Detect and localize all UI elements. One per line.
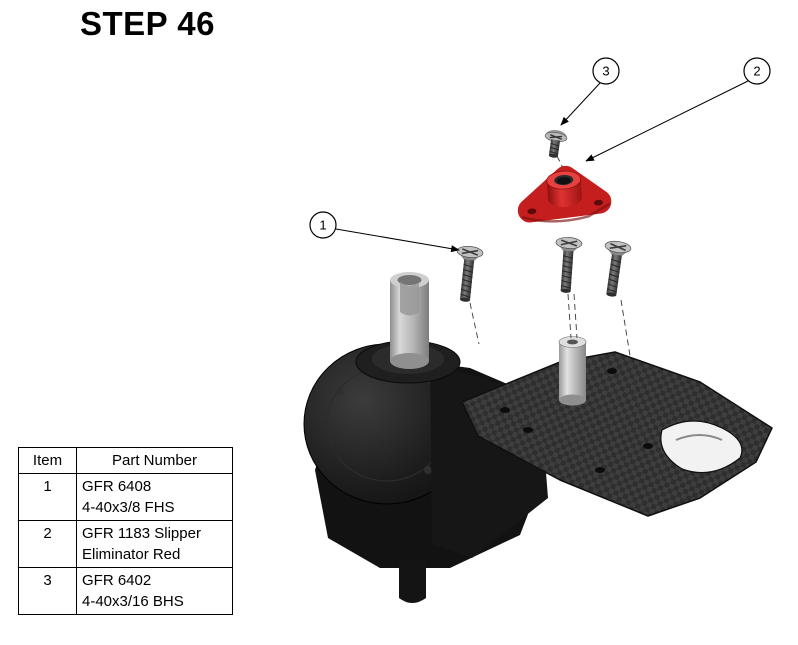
output-shaft [390, 272, 429, 369]
step-title: STEP 46 [80, 5, 215, 42]
bottom-shaft-stub [399, 560, 426, 603]
part-line: 4-40x3/8 FHS [82, 499, 175, 516]
flange-hole [527, 208, 537, 215]
table-row: 3 GFR 6402 4-40x3/16 BHS [18, 567, 233, 615]
projection-lines [469, 155, 645, 443]
callout-2: 2 [585, 57, 771, 162]
part-line: GFR 1183 Slipper [82, 525, 201, 542]
part-line: GFR 6408 [82, 478, 152, 495]
callouts: 1 2 3 [309, 57, 771, 253]
standoff-post [558, 336, 587, 406]
item-number: 3 [18, 567, 77, 615]
plate-slot-cutout [660, 420, 743, 474]
slot-inner-edge [675, 434, 723, 441]
face-screw [336, 388, 344, 396]
callout-1: 1 [309, 211, 460, 253]
plate-hole [607, 368, 617, 374]
plate-outline [461, 351, 773, 517]
parts-table: Item Part Number 1 GFR 6408 4-40x3/8 FHS… [18, 447, 233, 615]
flat-head-screw [551, 235, 584, 295]
hub-bore-inner [556, 177, 571, 185]
callout-3: 3 [560, 57, 620, 126]
part-line: GFR 6402 [82, 572, 152, 589]
part-line: Eliminator Red [82, 546, 181, 563]
part-number-cell: GFR 1183 Slipper Eliminator Red [76, 520, 233, 568]
plate-hole [523, 427, 533, 433]
part-number-cell: GFR 6402 4-40x3/16 BHS [76, 567, 233, 615]
table-row: 1 GFR 6408 4-40x3/8 FHS [18, 473, 233, 521]
col-header-part-number: Part Number [76, 447, 233, 474]
callout-1-label: 1 [319, 218, 326, 233]
plate-hole [643, 443, 653, 449]
table-header-row: Item Part Number [18, 447, 233, 474]
flange-shading [521, 202, 611, 223]
item-number: 1 [18, 473, 77, 521]
plate-hole [595, 467, 605, 473]
part-number-cell: GFR 6408 4-40x3/8 FHS [76, 473, 233, 521]
flat-head-screw [451, 244, 485, 304]
callout-2-label: 2 [753, 64, 760, 79]
callout-3-label: 3 [602, 64, 609, 79]
button-head-screw [541, 127, 569, 160]
slipper-eliminator [517, 165, 612, 223]
face-screw [424, 466, 432, 474]
item-number: 2 [18, 520, 77, 568]
flat-head-screw [597, 238, 633, 300]
table-row: 2 GFR 1183 Slipper Eliminator Red [18, 520, 233, 568]
gearbox-transmission [303, 272, 548, 603]
carbon-fiber-plate [461, 351, 773, 517]
flange-hole [593, 199, 603, 206]
col-header-item: Item [18, 447, 77, 474]
plate-hole [500, 407, 510, 413]
part-line: 4-40x3/16 BHS [82, 593, 184, 610]
